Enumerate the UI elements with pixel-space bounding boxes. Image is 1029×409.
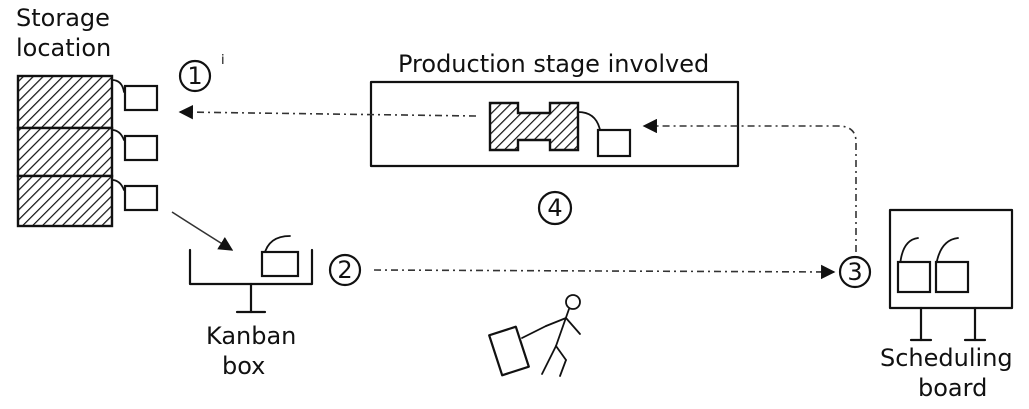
production-kanban-card <box>577 111 632 158</box>
scheduling-board-label-line1: Scheduling <box>880 344 1013 372</box>
arrow-scheduling-to-production <box>642 118 857 252</box>
storage-rack <box>16 74 114 228</box>
kanban-box <box>188 248 314 314</box>
storage-kanban-card-3 <box>111 179 159 212</box>
step-3-marker: 3 <box>838 255 872 289</box>
arrow-storage-to-kanban-box <box>171 211 234 251</box>
production-stage-label: Production stage involved <box>398 50 709 78</box>
scheduling-board-label-line2: board <box>918 374 987 402</box>
arrow-production-to-storage <box>178 104 477 120</box>
storage-bin-middle <box>16 126 114 178</box>
scheduling-board-stands <box>909 306 987 342</box>
workpiece-icon <box>488 101 580 152</box>
step-1-mark: i <box>221 53 225 68</box>
step-1-marker: 1 i <box>178 53 225 93</box>
arrow-kanban-box-to-scheduling <box>373 264 836 280</box>
storage-bin-top <box>16 74 114 130</box>
step-4-marker: 4 <box>537 190 573 226</box>
storage-kanban-card-1 <box>111 79 159 112</box>
storage-label-line2: location <box>16 34 111 62</box>
step-2-marker: 2 <box>328 253 362 287</box>
scheduling-card-2 <box>934 237 970 294</box>
step-1-number: 1 <box>187 62 202 90</box>
storage-kanban-card-2 <box>111 129 159 162</box>
worker-figure-icon <box>488 294 581 377</box>
kanban-box-label-line2: box <box>222 352 265 380</box>
kanban-box-card <box>260 235 300 278</box>
scheduling-card-1 <box>896 237 932 294</box>
step-3-number: 3 <box>847 258 862 286</box>
step-4-number: 4 <box>547 194 562 222</box>
production-stage-box <box>369 80 740 168</box>
storage-label-line1: Storage <box>16 4 110 32</box>
storage-bin-bottom <box>16 174 114 228</box>
scheduling-board <box>888 208 1014 310</box>
kanban-box-label-line1: Kanban <box>206 322 296 350</box>
step-2-number: 2 <box>337 256 352 284</box>
